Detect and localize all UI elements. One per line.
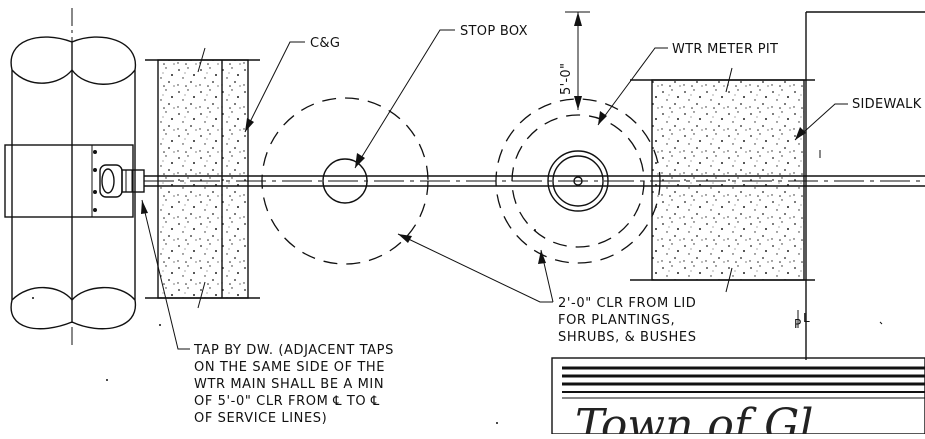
leaders (141, 29, 848, 350)
sidewalk (630, 67, 815, 293)
svg-text:L: L (803, 311, 810, 325)
tap-note-line-2: ON THE SAME SIDE OF THE (194, 360, 385, 375)
clearance-note-line-2: FOR PLANTINGS, (558, 313, 675, 328)
tapping-saddle (4, 144, 145, 218)
tap-note: TAP BY DW. (ADJACENT TAPS ON THE SAME SI… (193, 343, 394, 426)
svg-text:P: P (794, 317, 801, 331)
label-sidewalk: SIDEWALK (852, 97, 922, 112)
tap-note-line-1: TAP BY DW. (ADJACENT TAPS (193, 343, 394, 358)
dimension-label: 5'-0" (559, 63, 574, 95)
drafting-marks (32, 229, 536, 424)
title-block-handwriting: Town of Gl (575, 400, 813, 434)
property-line: P L (794, 11, 925, 360)
stop-box (261, 97, 429, 265)
dimension-5ft: 5'-0" (559, 11, 590, 110)
label-c-and-g: C&G (310, 36, 340, 51)
curb-and-gutter (145, 47, 260, 309)
tap-note-line-5: OF SERVICE LINES) (194, 411, 327, 426)
label-wtr-meter-pit: WTR METER PIT (672, 42, 778, 57)
title-block: Town of Gl (551, 357, 925, 439)
service-line (144, 175, 925, 187)
clearance-note-line-1: 2'-0" CLR FROM LID (558, 296, 696, 311)
label-stop-box: STOP BOX (460, 24, 528, 39)
clearance-note-line-3: SHRUBS, & BUSHES (558, 330, 697, 345)
water-main (10, 8, 136, 345)
tap-note-line-4: OF 5'-0" CLR FROM ℄ TO ℄ (194, 394, 380, 409)
clearance-note: 2'-0" CLR FROM LID FOR PLANTINGS, SHRUBS… (558, 296, 697, 345)
tap-note-line-3: WTR MAIN SHALL BE A MIN (194, 377, 384, 392)
